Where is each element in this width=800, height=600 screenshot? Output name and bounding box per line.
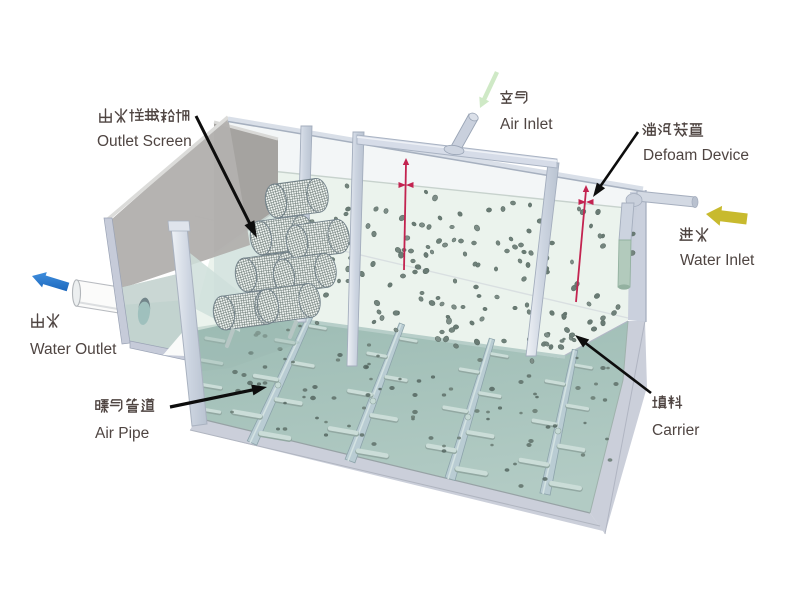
- svg-text:Air Pipe: Air Pipe: [95, 425, 149, 442]
- svg-text:Outlet Screen: Outlet Screen: [97, 133, 192, 150]
- svg-text:Defoam Device: Defoam Device: [643, 147, 749, 164]
- svg-text:Water Outlet: Water Outlet: [30, 341, 117, 358]
- svg-text:Carrier: Carrier: [652, 422, 699, 439]
- svg-text:Water Inlet: Water Inlet: [680, 252, 755, 269]
- svg-text:Air Inlet: Air Inlet: [500, 116, 553, 133]
